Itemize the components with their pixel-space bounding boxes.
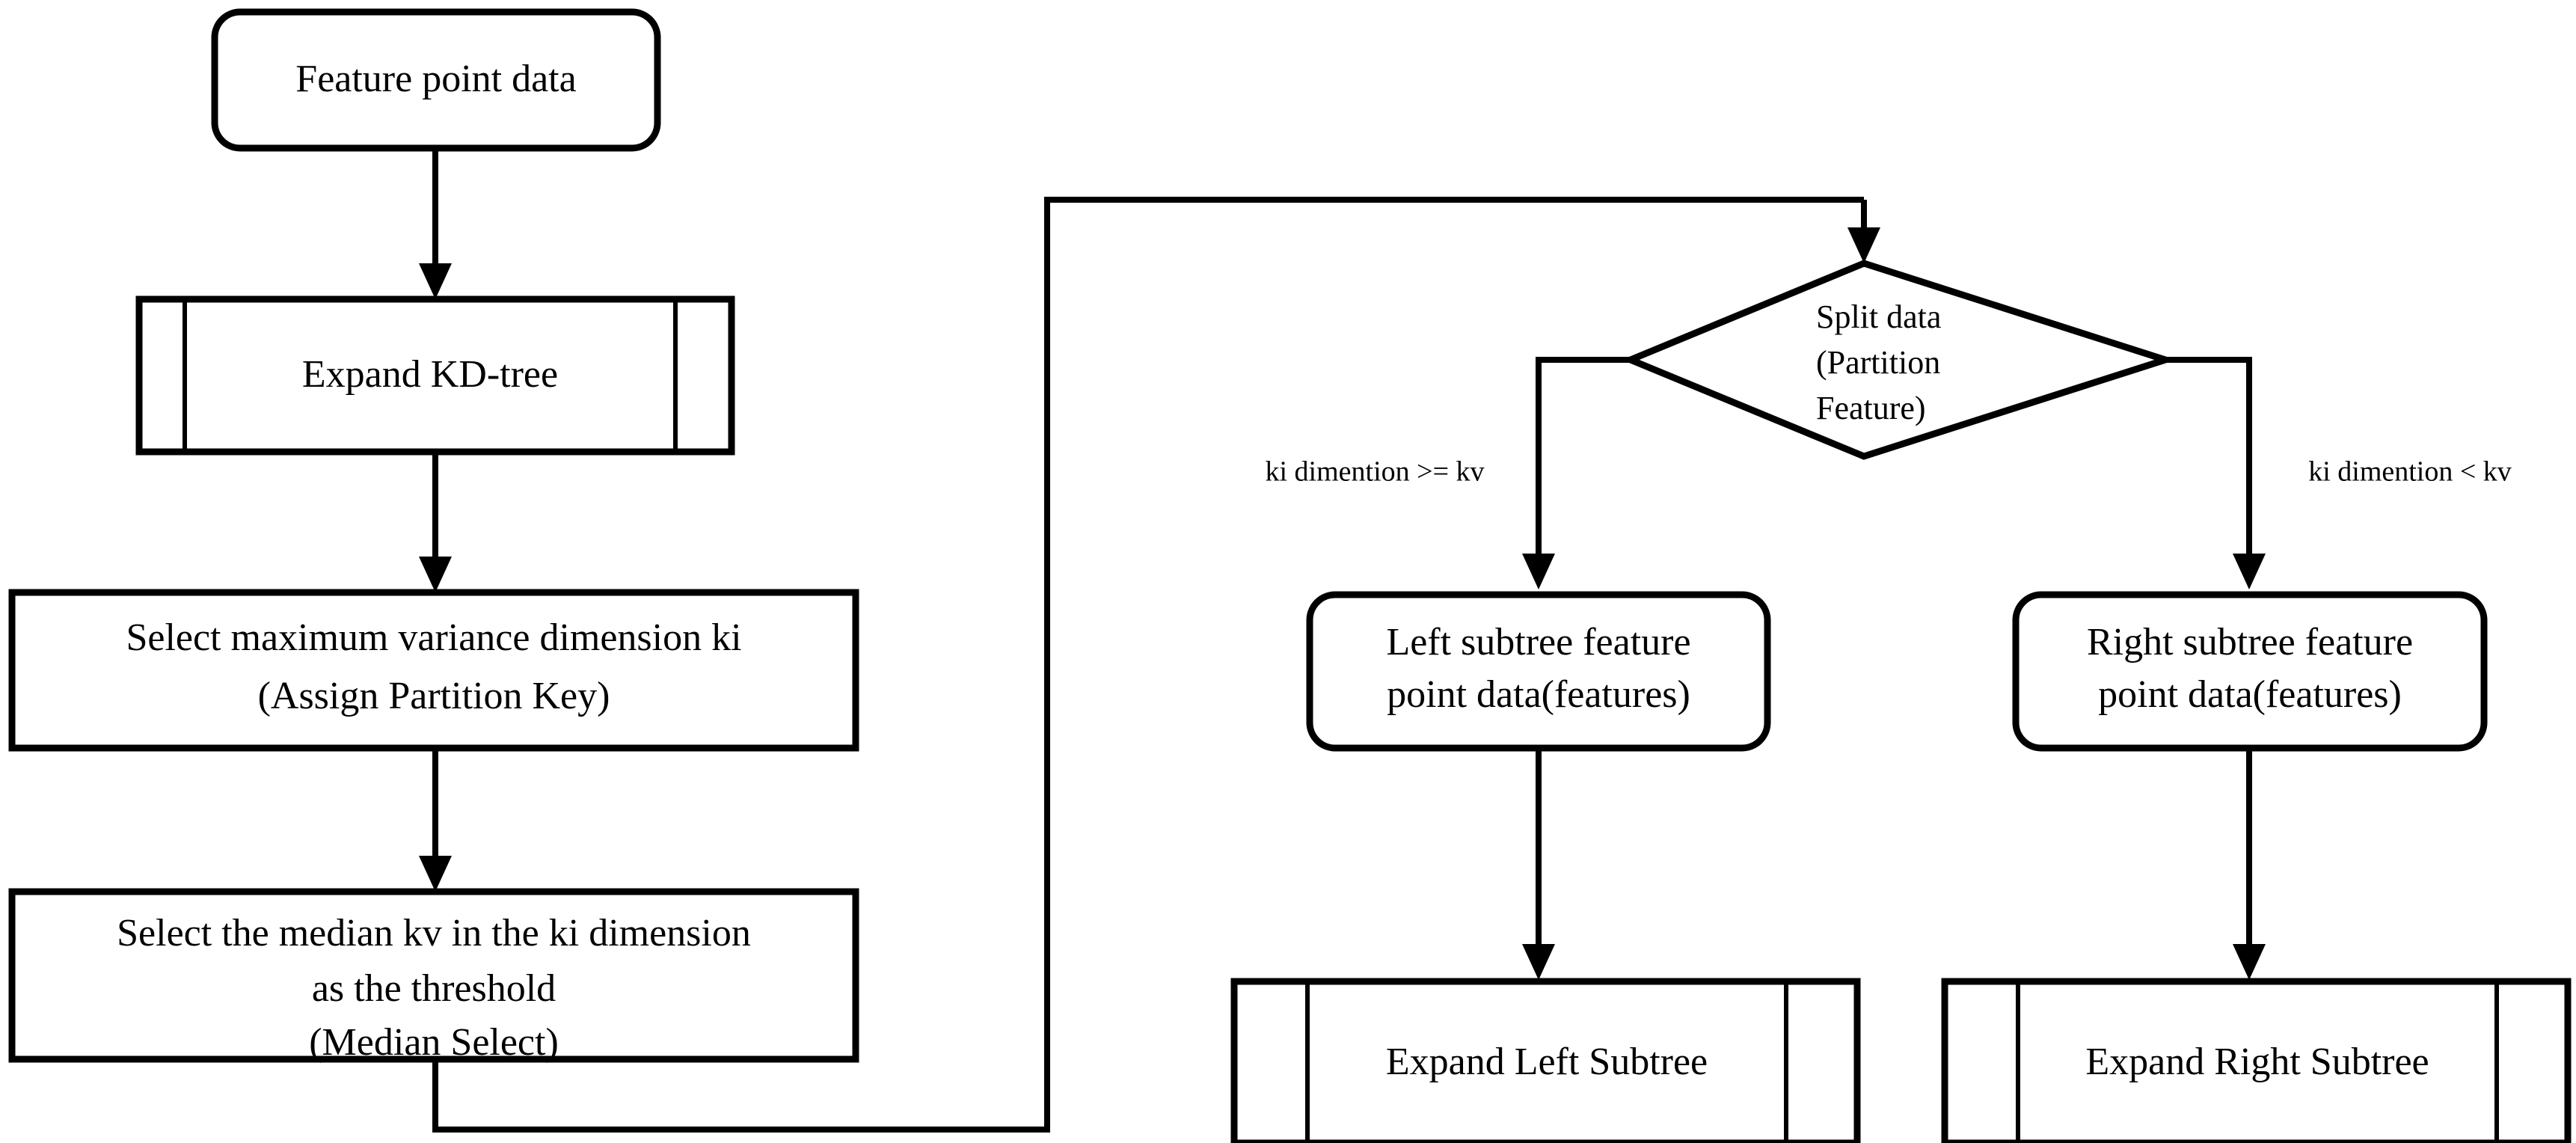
select-max-variance-line1: Select maximum variance dimension ki <box>126 616 741 659</box>
select-median-line2: as the threshold <box>312 967 556 1010</box>
right-subtree-data-shape <box>2012 591 2488 752</box>
node-right-subtree-data[interactable]: Right subtree feature point data(feature… <box>2012 591 2488 752</box>
node-split-data[interactable]: Split data (Partition Feature) <box>1622 260 2177 460</box>
node-feature-point-data[interactable]: Feature point data <box>211 8 661 152</box>
connector-right-to-expand-right <box>2233 748 2266 980</box>
left-subtree-data-line2: point data(features) <box>1387 673 1690 716</box>
select-median-line1: Select the median kv in the ki dimension <box>117 912 751 954</box>
expand-left-subtree-shape <box>1230 978 1861 1143</box>
expand-kd-tree-label: Expand KD-tree <box>302 353 558 396</box>
feature-point-data-label: Feature point data <box>295 58 576 100</box>
expand-kd-tree-shape <box>135 295 735 456</box>
select-median-line3: (Median Select) <box>309 1021 559 1064</box>
node-expand-left-subtree[interactable]: Expand Left Subtree <box>1230 978 1861 1143</box>
expand-right-subtree-shape <box>1941 978 2572 1143</box>
left-subtree-data-line1: Left subtree feature <box>1386 621 1690 664</box>
connector-expand-to-variance <box>419 453 452 592</box>
edge-label-right-branch: ki dimention < kv <box>2308 456 2512 488</box>
node-select-median[interactable]: Select the median kv in the ki dimension… <box>8 888 859 1064</box>
connector-split-to-right <box>2165 357 2266 589</box>
node-left-subtree-data[interactable]: Left subtree feature point data(features… <box>1306 591 1771 752</box>
node-select-max-variance[interactable]: Select maximum variance dimension ki (As… <box>8 589 859 752</box>
node-expand-kd-tree[interactable]: Expand KD-tree <box>135 295 735 456</box>
connector-feature-to-expand <box>419 148 452 299</box>
right-subtree-data-line2: point data(features) <box>2098 673 2402 716</box>
expand-right-subtree-label: Expand Right Subtree <box>2085 1041 2429 1083</box>
split-data-shape <box>1622 260 2177 460</box>
connector-variance-to-median <box>419 748 452 892</box>
select-max-variance-shape <box>8 589 859 752</box>
select-max-variance-line2: (Assign Partition Key) <box>258 675 610 717</box>
feature-point-data-shape <box>211 8 661 152</box>
split-data-line2: (Partition <box>1816 344 1940 381</box>
left-subtree-data-shape <box>1306 591 1771 752</box>
right-subtree-data-line1: Right subtree feature <box>2087 621 2413 664</box>
connector-median-to-split <box>432 197 1880 1133</box>
connector-left-to-expand-left <box>1522 748 1555 980</box>
split-data-line1: Split data <box>1816 298 1941 335</box>
node-expand-right-subtree[interactable]: Expand Right Subtree <box>1941 978 2572 1143</box>
select-median-shape <box>8 888 859 1063</box>
expand-left-subtree-label: Expand Left Subtree <box>1386 1041 1708 1083</box>
split-data-line3: Feature) <box>1816 390 1926 426</box>
connector-split-to-left <box>1522 357 1631 589</box>
edge-label-left-branch: ki dimention >= kv <box>1265 456 1484 488</box>
